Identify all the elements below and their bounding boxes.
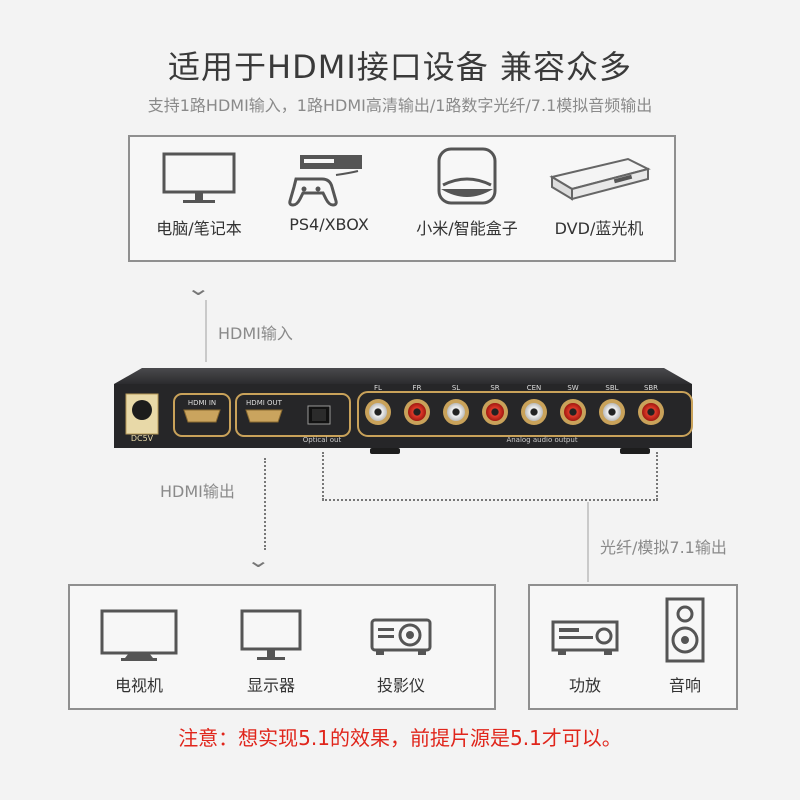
chevron-down-icon: ⌄	[185, 276, 211, 300]
channel-label: SL	[452, 384, 460, 392]
display-label: 电视机	[114, 676, 163, 695]
rca-jack	[369, 403, 387, 421]
page-title: 适用于HDMI接口设备 兼容众多	[168, 48, 632, 86]
audio-label: 功放	[568, 676, 601, 695]
game-console-icon	[288, 155, 362, 207]
rca-jacks: FL FR SL SR CEN SW SBL SBR	[365, 384, 664, 425]
audio-item-amplifier: 功放	[530, 612, 640, 696]
channel-label: SR	[490, 384, 499, 392]
source-label: PS4/XBOX	[289, 215, 369, 234]
dc-label: DC5V	[131, 434, 154, 443]
monitor-icon	[240, 609, 302, 660]
optical-connector-vertical	[322, 452, 324, 500]
source-item-console: PS4/XBOX	[264, 151, 394, 234]
rca-jack	[486, 403, 504, 421]
audio-label: 音响	[668, 676, 701, 695]
projector-icon	[370, 618, 432, 655]
channel-label: SBR	[644, 384, 658, 392]
display-item-monitor: 显示器	[206, 608, 336, 696]
channel-label: SBL	[605, 384, 618, 392]
chevron-down-icon: ⌄	[245, 548, 271, 572]
audio-connector-line	[587, 502, 589, 582]
hdmi-out-label: HDMI OUT	[246, 399, 283, 407]
display-label: 显示器	[246, 676, 295, 695]
source-label: DVD/蓝光机	[554, 219, 644, 238]
source-item-dvd: DVD/蓝光机	[534, 151, 664, 239]
rca-jack	[603, 403, 621, 421]
display-item-projector: 投影仪	[336, 608, 466, 696]
hdmi-input-label: HDMI输入	[218, 324, 293, 343]
speaker-icon	[665, 597, 705, 663]
compatibility-note: 注意：想实现5.1的效果，前提片源是5.1才可以。	[178, 726, 622, 750]
channel-label: FL	[374, 384, 382, 392]
tv-icon	[100, 609, 178, 661]
display-devices-panel: 电视机 显示器 投影仪	[68, 584, 496, 710]
audio-devices-panel: 功放 音响	[528, 584, 738, 710]
analog-connector-vertical	[656, 452, 658, 500]
channel-label: CEN	[527, 384, 542, 392]
display-label: 投影仪	[376, 676, 425, 695]
hdmi-in-label: HDMI IN	[188, 399, 216, 407]
rca-jack	[447, 403, 465, 421]
device-front-panel: DC5V HDMI IN HDMI OUT Optical out Analog…	[114, 368, 693, 454]
monitor-icon	[162, 152, 236, 203]
rca-jack	[408, 403, 426, 421]
page-subtitle: 支持1路HDMI输入，1路HDMI高清输出/1路数字光纤/7.1模拟音频输出	[147, 96, 653, 115]
audio-connector-horizontal	[322, 499, 658, 501]
audio-output-label: 光纤/模拟7.1输出	[600, 538, 727, 557]
hdmi-output-label: HDMI输出	[160, 482, 235, 501]
source-label: 电脑/笔记本	[156, 219, 242, 238]
audio-item-speaker: 音响	[630, 596, 740, 696]
rca-jack	[642, 403, 660, 421]
source-item-computer: 电脑/笔记本	[134, 151, 264, 239]
hdmi-output-connector	[264, 458, 266, 550]
analog-output-label: Analog audio output	[506, 436, 577, 444]
display-item-tv: 电视机	[74, 608, 204, 696]
amplifier-icon	[551, 620, 619, 655]
tv-box-icon	[437, 147, 497, 205]
rca-jack	[525, 403, 543, 421]
channel-label: SW	[567, 384, 578, 392]
source-label: 小米/智能盒子	[416, 219, 518, 238]
optical-out-label: Optical out	[303, 436, 342, 444]
channel-label: FR	[413, 384, 422, 392]
source-item-tvbox: 小米/智能盒子	[402, 145, 532, 239]
rca-jack	[564, 403, 582, 421]
input-connector-line	[205, 300, 207, 362]
source-devices-panel: 电脑/笔记本 PS4/XBOX 小米/智能盒子 DVD/蓝光机	[128, 135, 676, 262]
dvd-player-icon	[549, 157, 651, 201]
hdmi-audio-extractor-device: DC5V HDMI IN HDMI OUT Optical out Analog…	[112, 364, 694, 456]
